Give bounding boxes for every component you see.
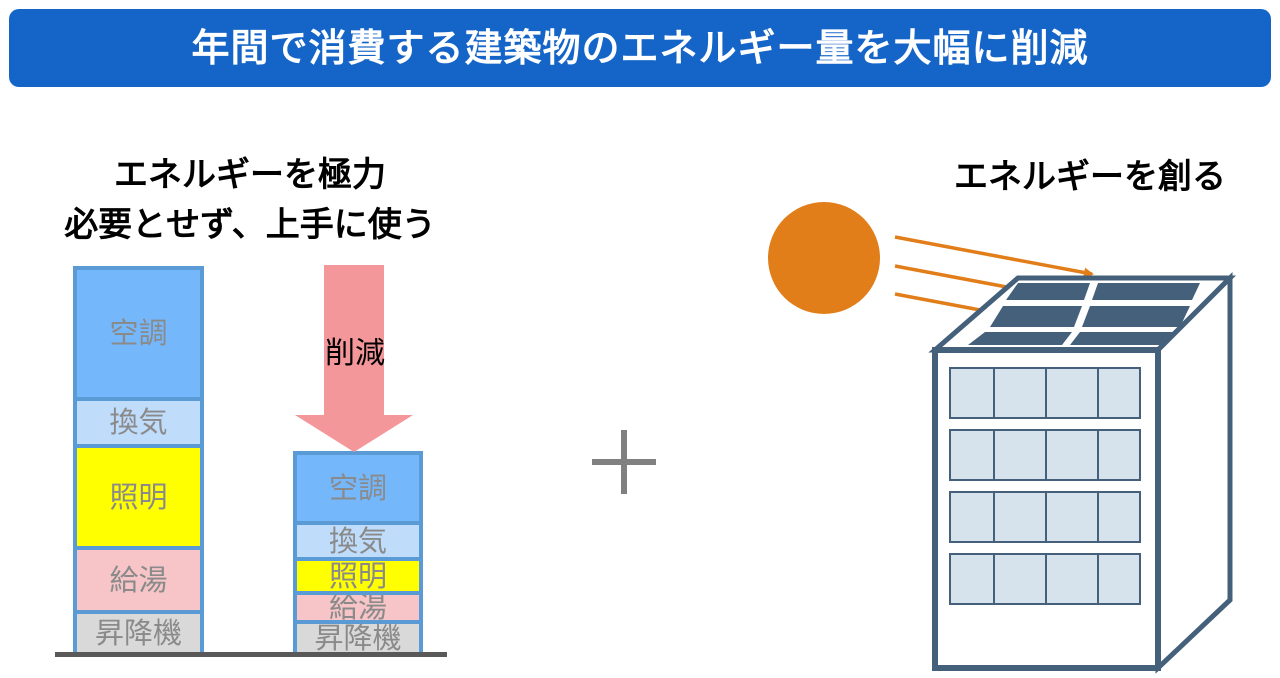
reduction-arrow (295, 265, 413, 452)
segment-elevator: 昇降機 (77, 614, 200, 652)
building-window (1045, 429, 1099, 481)
sun-ray (894, 235, 1094, 278)
building-window (1097, 429, 1141, 481)
save-heading-line1: エネルギーを極力 (114, 155, 386, 195)
building-window (949, 491, 995, 543)
segment-elevator: 昇降機 (297, 624, 419, 652)
segment-air-conditioning: 空調 (77, 270, 200, 397)
building-window (1097, 367, 1141, 419)
building-window (1045, 553, 1099, 605)
title-banner: 年間で消費する建築物のエネルギー量を大幅に削減 (9, 9, 1271, 87)
ground-line (55, 652, 447, 657)
segment-hot-water: 給湯 (297, 595, 419, 620)
save-energy-heading: エネルギーを極力 必要とせず、上手に使う (30, 150, 470, 250)
building-window (1045, 367, 1099, 419)
segment-air-conditioning: 空調 (297, 455, 419, 521)
building-window (993, 429, 1047, 481)
segment-lighting: 照明 (77, 448, 200, 546)
solar-panel (1092, 283, 1200, 300)
building-window (993, 367, 1047, 419)
building-window (993, 491, 1047, 543)
plus-icon (592, 430, 656, 494)
building-window (949, 429, 995, 481)
banner-title: 年間で消費する建築物のエネルギー量を大幅に削減 (191, 26, 1089, 70)
sun-icon (768, 202, 880, 314)
building-window (949, 367, 995, 419)
solar-panel (1082, 306, 1190, 327)
segment-lighting: 照明 (297, 561, 419, 591)
segment-hot-water: 給湯 (77, 550, 200, 610)
energy-stack-after: 空調 換気 照明 給湯 昇降機 (293, 451, 423, 656)
building-window (949, 553, 995, 605)
building-window (1097, 491, 1141, 543)
save-heading-line2: 必要とせず、上手に使う (64, 205, 436, 245)
solar-panel (1006, 283, 1090, 300)
solar-panel (968, 332, 1072, 345)
create-energy-heading: エネルギーを創る (954, 157, 1226, 197)
solar-panel (990, 306, 1082, 327)
building-window (1045, 491, 1099, 543)
reduction-label: 削減 (325, 336, 385, 371)
energy-stack-before: 空調 換気 照明 給湯 昇降機 (73, 266, 204, 656)
building-window (1097, 553, 1141, 605)
segment-ventilation: 換気 (297, 525, 419, 557)
segment-ventilation: 換気 (77, 401, 200, 444)
building-icon (928, 271, 1237, 674)
solar-panel (1070, 332, 1175, 345)
building-window (993, 553, 1047, 605)
